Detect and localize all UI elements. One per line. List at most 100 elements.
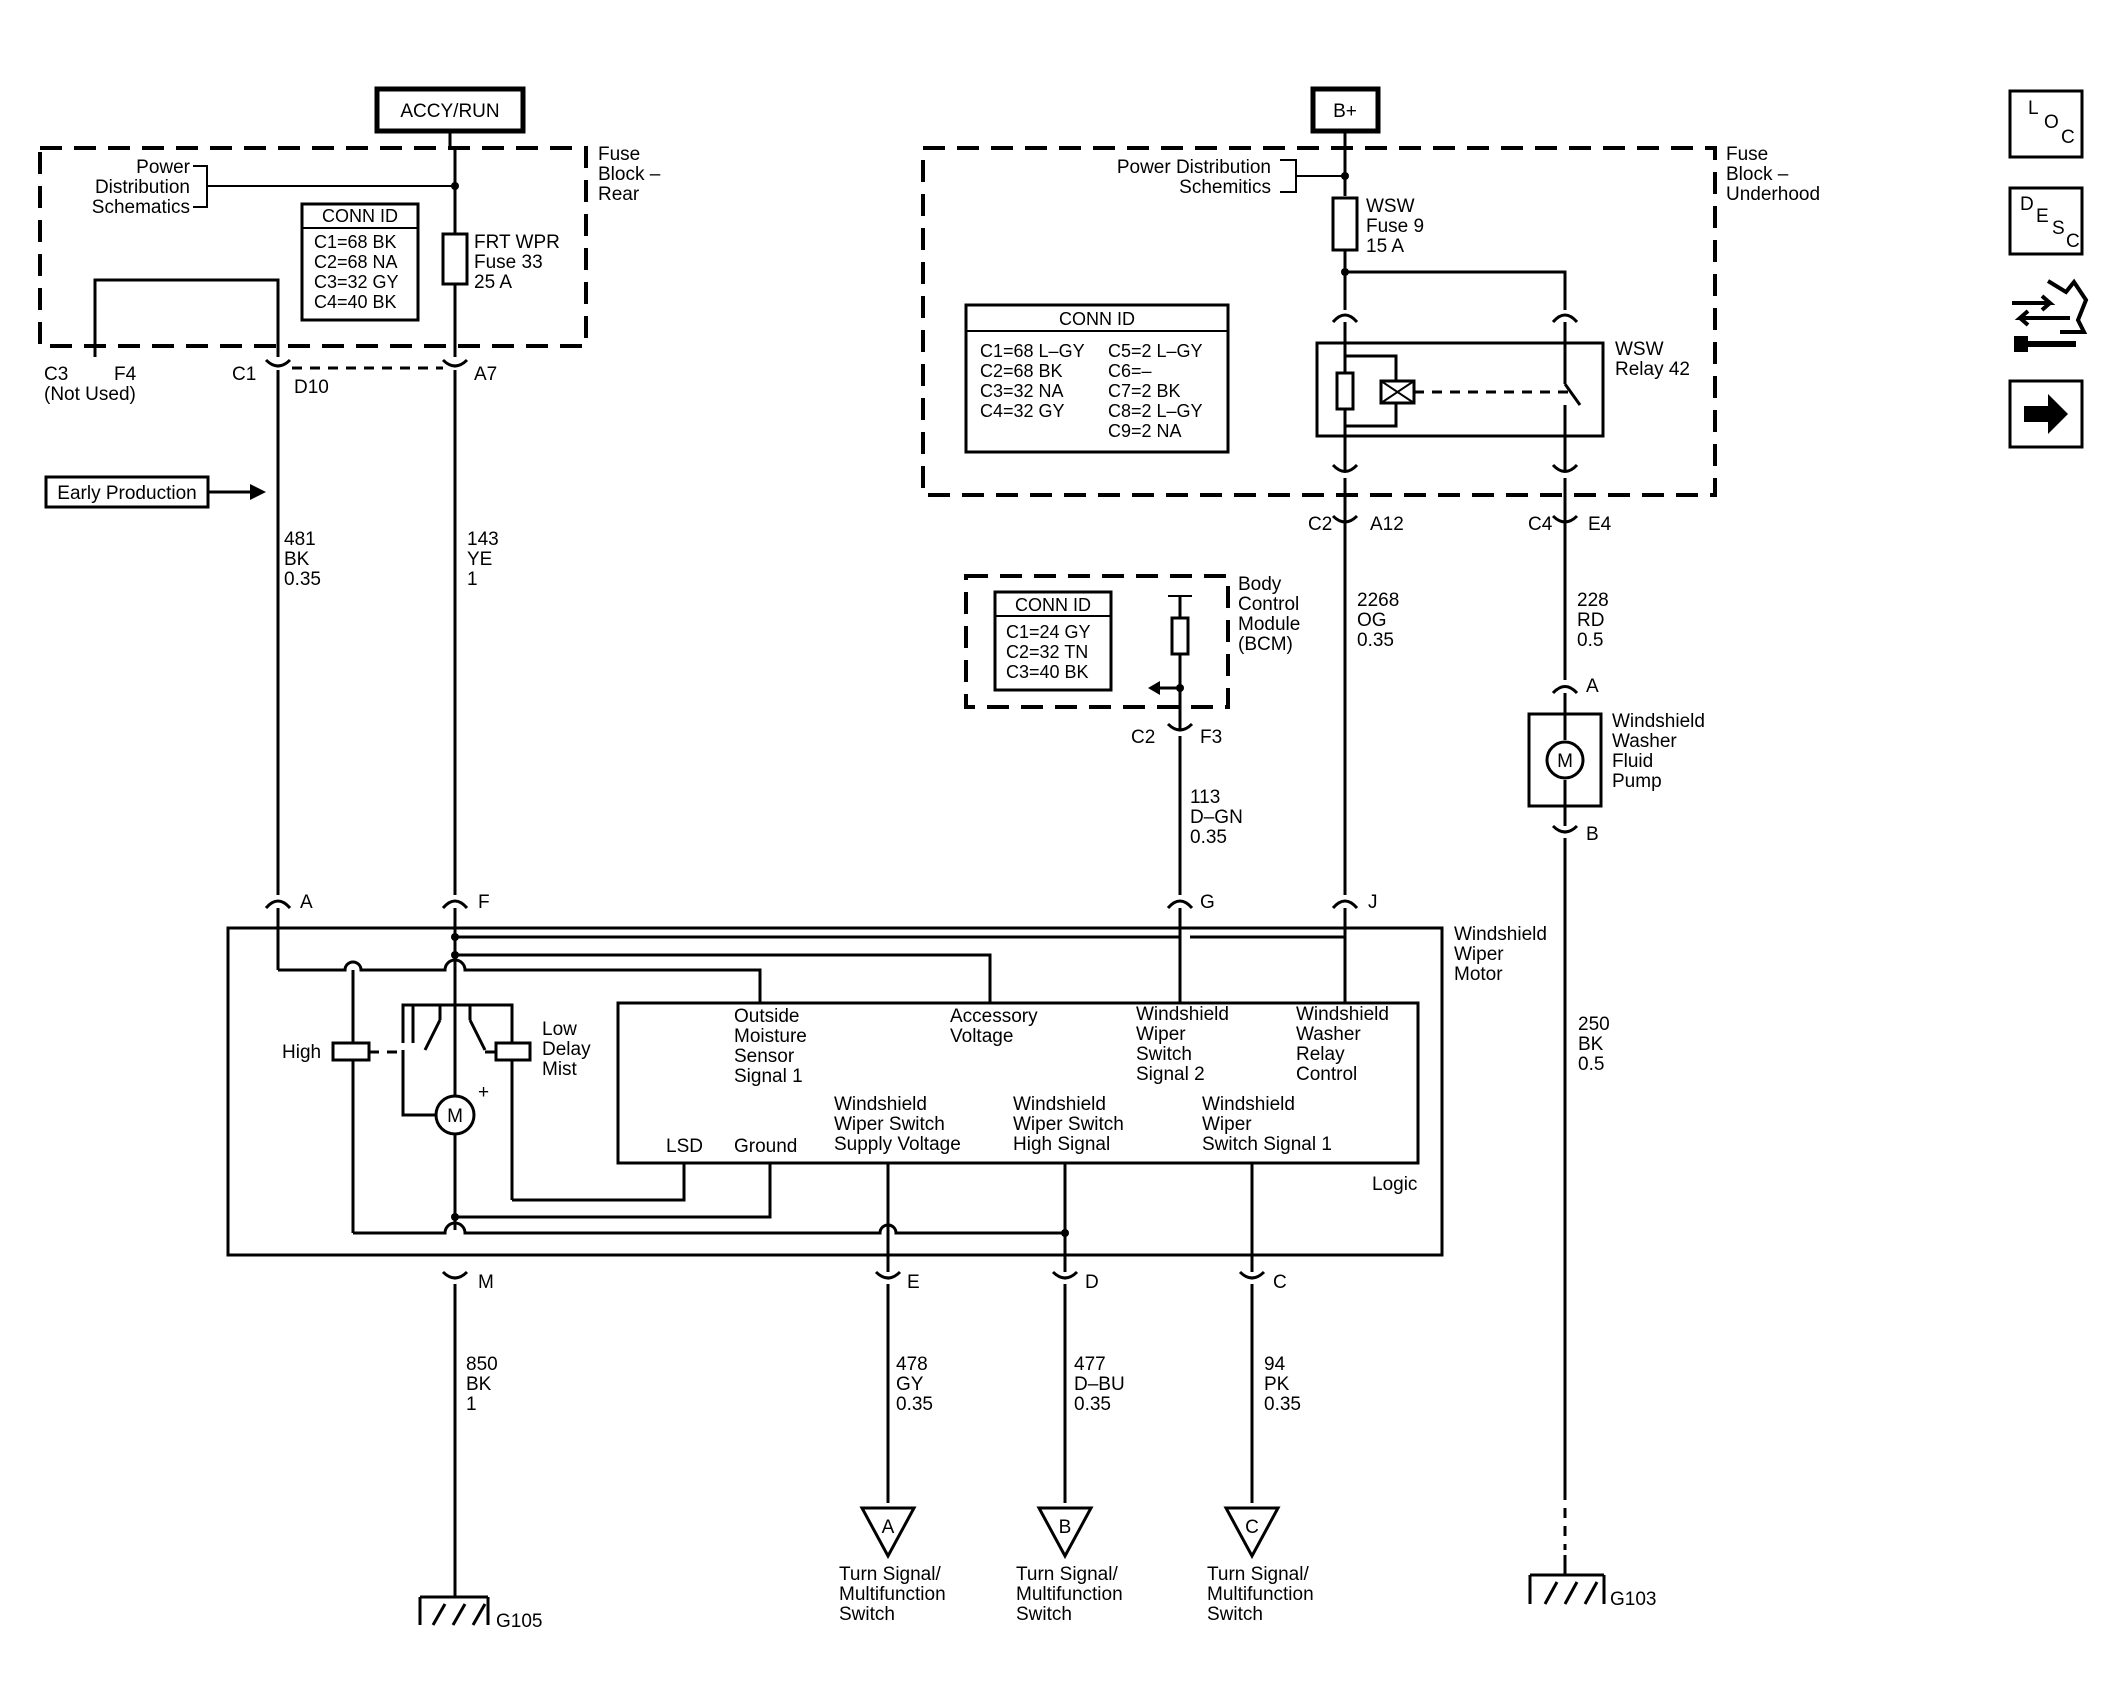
svg-text:Fuse: Fuse xyxy=(1726,144,1768,165)
svg-text:C3=32 NA: C3=32 NA xyxy=(980,381,1064,401)
low-relay-coil xyxy=(494,1041,532,1062)
svg-text:2268: 2268 xyxy=(1357,590,1399,611)
power-distribution-link[interactable]: Power Distribution Schematics xyxy=(92,157,455,218)
svg-text:Outside: Outside xyxy=(734,1006,799,1027)
svg-text:Switch: Switch xyxy=(1016,1604,1072,1625)
svg-text:Mist: Mist xyxy=(542,1059,578,1080)
svg-text:(BCM): (BCM) xyxy=(1238,634,1293,655)
ground-g103: G103 xyxy=(1528,1555,1656,1610)
svg-text:BK: BK xyxy=(1578,1034,1604,1055)
svg-text:0.35: 0.35 xyxy=(1074,1394,1111,1415)
svg-text:Multifunction: Multifunction xyxy=(1207,1584,1314,1605)
svg-text:C2=68 BK: C2=68 BK xyxy=(980,361,1063,381)
svg-text:F: F xyxy=(478,892,490,913)
svg-text:C1=24 GY: C1=24 GY xyxy=(1006,622,1091,642)
svg-text:WSW: WSW xyxy=(1366,196,1415,217)
svg-text:Wiper: Wiper xyxy=(1202,1114,1252,1135)
svg-text:C4: C4 xyxy=(1528,514,1553,535)
svg-text:Fuse 33: Fuse 33 xyxy=(474,252,543,273)
svg-text:Fuse 9: Fuse 9 xyxy=(1366,216,1424,237)
svg-text:Ground: Ground xyxy=(734,1136,797,1157)
svg-text:OG: OG xyxy=(1357,610,1387,631)
svg-text:Turn Signal/: Turn Signal/ xyxy=(839,1564,941,1585)
svg-text:E4: E4 xyxy=(1588,514,1612,535)
svg-text:A: A xyxy=(300,892,313,913)
svg-text:0.35: 0.35 xyxy=(896,1394,933,1415)
svg-text:Power: Power xyxy=(136,157,191,178)
svg-text:Windshield: Windshield xyxy=(1296,1004,1389,1025)
svg-text:A: A xyxy=(1586,676,1599,697)
svg-text:1: 1 xyxy=(467,569,478,590)
accy-run-label: ACCY/RUN xyxy=(374,86,526,134)
svg-text:Wiper: Wiper xyxy=(1136,1024,1186,1045)
fuse-block-rear-label: Fuse Block – Rear xyxy=(598,144,661,205)
svg-text:Wiper: Wiper xyxy=(1454,944,1504,965)
svg-text:0.35: 0.35 xyxy=(1357,630,1394,651)
svg-text:C2=32 TN: C2=32 TN xyxy=(1006,642,1088,662)
svg-text:C1=68 BK: C1=68 BK xyxy=(314,232,397,252)
svg-text:C2=68 NA: C2=68 NA xyxy=(314,252,398,272)
svg-text:250: 250 xyxy=(1578,1014,1610,1035)
svg-text:C1: C1 xyxy=(232,364,256,385)
svg-text:C: C xyxy=(1245,1517,1259,1538)
svg-text:F3: F3 xyxy=(1200,727,1222,748)
svg-text:M: M xyxy=(447,1106,463,1127)
svg-text:B: B xyxy=(1059,1517,1072,1538)
frt-wpr-fuse: FRT WPR Fuse 33 25 A xyxy=(441,232,560,293)
svg-text:A12: A12 xyxy=(1370,514,1404,535)
svg-text:Multifunction: Multifunction xyxy=(1016,1584,1123,1605)
svg-text:L: L xyxy=(2028,98,2039,119)
svg-text:Windshield: Windshield xyxy=(1202,1094,1295,1115)
svg-text:B: B xyxy=(1586,824,1599,845)
svg-text:Signal 1: Signal 1 xyxy=(734,1066,803,1087)
next-arrow-button[interactable] xyxy=(2008,379,2084,449)
svg-text:Schemitics: Schemitics xyxy=(1179,177,1271,198)
svg-text:G103: G103 xyxy=(1610,1589,1656,1610)
svg-text:E: E xyxy=(2036,206,2049,227)
svg-text:Signal 2: Signal 2 xyxy=(1136,1064,1205,1085)
wiring-harness-icon[interactable] xyxy=(2012,278,2089,352)
svg-text:850: 850 xyxy=(466,1354,498,1375)
svg-text:C3=32 GY: C3=32 GY xyxy=(314,272,399,292)
svg-text:Multifunction: Multifunction xyxy=(839,1584,946,1605)
svg-text:Fluid: Fluid xyxy=(1612,751,1653,772)
svg-text:Low: Low xyxy=(542,1019,577,1040)
svg-text:C: C xyxy=(2066,231,2080,252)
ground-g105: G105 xyxy=(418,1595,542,1632)
wire-94: 94 PK 0.35 xyxy=(1264,1354,1301,1415)
svg-text:C3: C3 xyxy=(44,364,68,385)
connector-a-turn-signal[interactable]: A Turn Signal/ Multifunction Switch xyxy=(839,1506,946,1625)
svg-text:BK: BK xyxy=(284,549,310,570)
svg-text:0.5: 0.5 xyxy=(1578,1054,1604,1075)
svg-text:High: High xyxy=(282,1042,321,1063)
svg-text:CONN ID: CONN ID xyxy=(322,206,398,226)
early-production-note: Early Production xyxy=(44,475,266,509)
svg-text:477: 477 xyxy=(1074,1354,1106,1375)
connector-b-turn-signal[interactable]: B Turn Signal/ Multifunction Switch xyxy=(1016,1506,1123,1625)
svg-text:Washer: Washer xyxy=(1296,1024,1361,1045)
connector-c-turn-signal[interactable]: C Turn Signal/ Multifunction Switch xyxy=(1207,1506,1314,1625)
svg-text:+: + xyxy=(478,1082,489,1103)
svg-text:C9=2 NA: C9=2 NA xyxy=(1108,421,1182,441)
svg-text:Fuse: Fuse xyxy=(598,144,640,165)
svg-text:WSW: WSW xyxy=(1615,339,1664,360)
svg-text:G105: G105 xyxy=(496,1611,542,1632)
svg-text:C2: C2 xyxy=(1131,727,1155,748)
high-relay-coil xyxy=(331,1041,371,1062)
svg-text:D: D xyxy=(1085,1272,1099,1293)
svg-text:478: 478 xyxy=(896,1354,928,1375)
svg-text:1: 1 xyxy=(466,1394,477,1415)
svg-text:Block –: Block – xyxy=(598,164,661,185)
svg-text:Switch Signal 1: Switch Signal 1 xyxy=(1202,1134,1332,1155)
svg-text:228: 228 xyxy=(1577,590,1609,611)
svg-text:O: O xyxy=(2044,112,2059,133)
svg-text:M: M xyxy=(1557,751,1573,772)
loc-button[interactable]: L O C xyxy=(2008,89,2084,159)
fuse-block-rear xyxy=(38,146,588,348)
svg-text:M: M xyxy=(478,1272,494,1293)
desc-button[interactable]: D E S C xyxy=(2008,186,2084,256)
svg-text:Windshield: Windshield xyxy=(1136,1004,1229,1025)
svg-text:A: A xyxy=(882,1517,895,1538)
svg-text:C4=40 BK: C4=40 BK xyxy=(314,292,397,312)
power-distribution-link-underhood[interactable]: Power Distribution Schemitics xyxy=(1117,157,1345,198)
